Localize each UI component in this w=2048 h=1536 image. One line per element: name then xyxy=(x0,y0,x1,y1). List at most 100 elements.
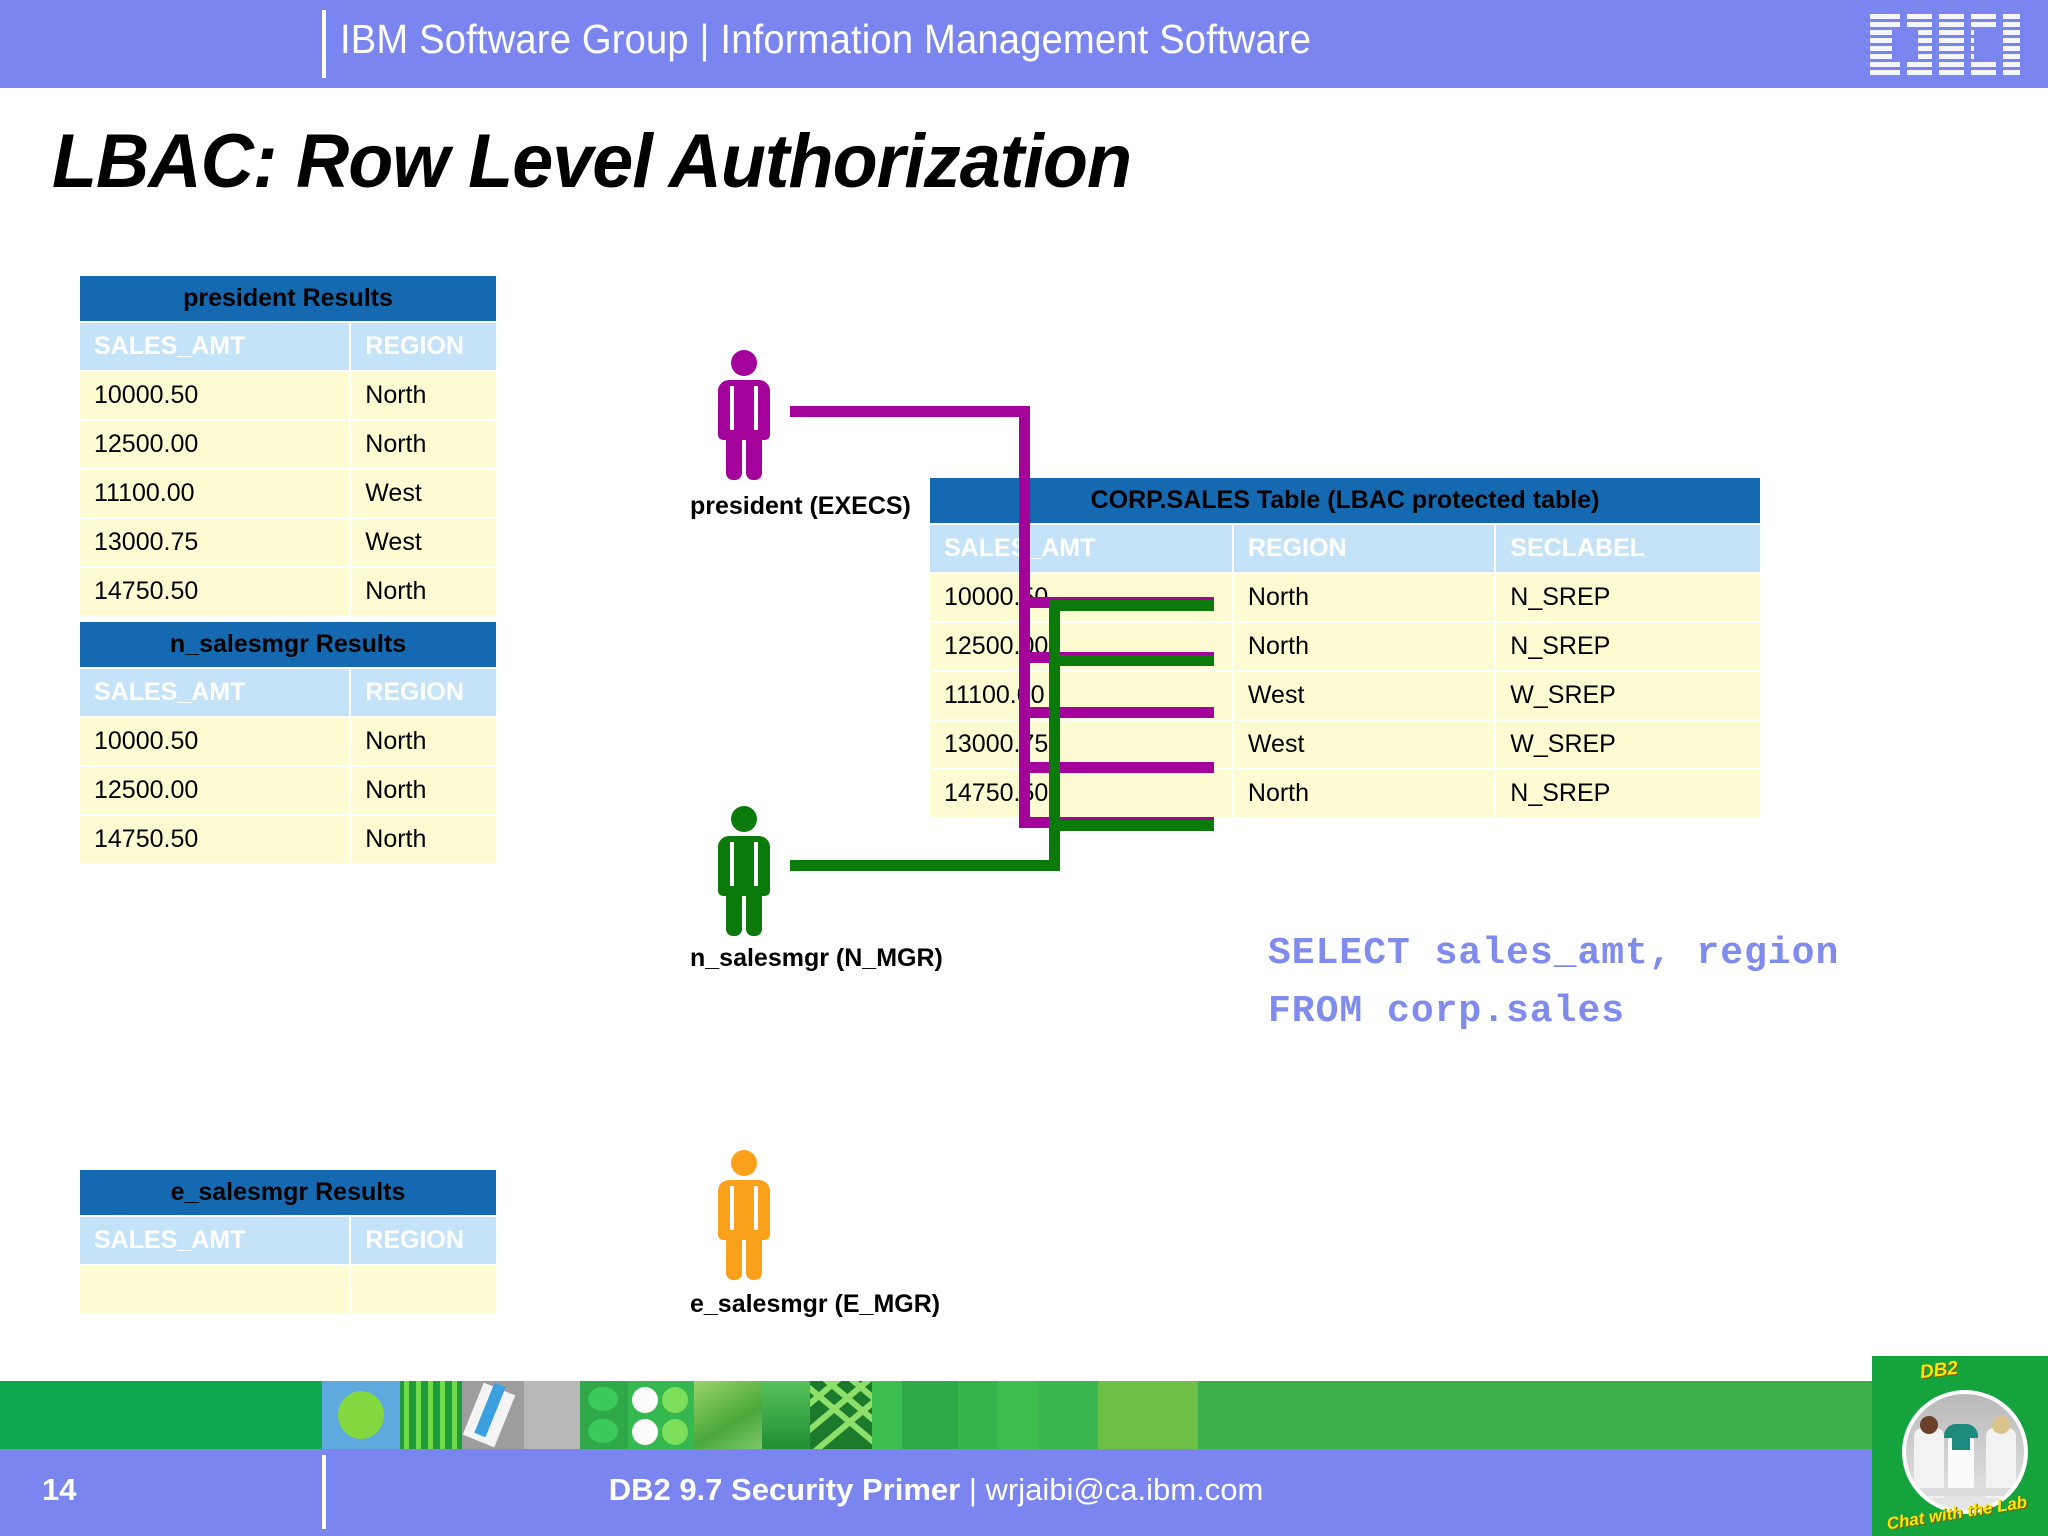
person-left-head xyxy=(1920,1416,1938,1434)
table-caption: president Results xyxy=(80,276,496,323)
footer-credit: DB2 9.7 Security Primer | wrjaibi@ca.ibm… xyxy=(0,1472,1872,1508)
leg-right xyxy=(746,432,762,480)
torso-shape xyxy=(718,1180,770,1240)
cell-sales-amt xyxy=(80,1265,352,1313)
table-caption: n_salesmgr Results xyxy=(80,622,496,669)
connector-president-stem xyxy=(790,406,1030,417)
leg-left xyxy=(726,432,742,480)
cell-region: North xyxy=(350,420,496,470)
cell-sales-amt: 10000.50 xyxy=(80,371,352,421)
page-number: 14 xyxy=(42,1472,77,1507)
table-header-row: SALES_AMT REGION SECLABEL xyxy=(930,525,1760,574)
cell-sales-amt: 12500.00 xyxy=(80,766,352,816)
leg-left xyxy=(726,1232,742,1280)
banner-title: IBM Software Group | Information Managem… xyxy=(340,16,1312,62)
connector-nsalesmgr-stem xyxy=(790,860,1060,871)
cell-sales-amt: 13000.75 xyxy=(930,720,1234,770)
head-shape xyxy=(731,806,757,832)
cell-sales-amt: 10000.50 xyxy=(80,717,352,767)
table-header-row: SALES_AMT REGION xyxy=(80,1217,496,1266)
connector-president-row-4 xyxy=(1019,762,1214,773)
leg-left xyxy=(726,888,742,936)
cell-region: North xyxy=(350,815,496,863)
column-header-sales-amt: SALES_AMT xyxy=(80,1217,352,1266)
db2-chat-with-the-lab-badge: DB2 Chat with the Lab xyxy=(1872,1356,2048,1536)
actor-label-president: president (EXECS) xyxy=(690,492,911,520)
table-header-row: SALES_AMT REGION xyxy=(80,323,496,372)
e-salesmgr-results-table: e_salesmgr Results SALES_AMT REGION xyxy=(80,1170,496,1313)
corp-sales-table: CORP.SALES Table (LBAC protected table) … xyxy=(930,478,1760,817)
connector-nsalesmgr-row-1 xyxy=(1049,600,1214,611)
connector-nsalesmgr-row-5 xyxy=(1049,820,1214,831)
cell-sales-amt: 13000.75 xyxy=(80,518,352,568)
leg-right xyxy=(746,888,762,936)
person-right-body xyxy=(1986,1428,2016,1498)
person-icon-e-salesmgr xyxy=(712,1150,776,1280)
sql-line-2: FROM corp.sales xyxy=(1268,990,1626,1033)
table-header-row: SALES_AMT REGION xyxy=(80,669,496,718)
actor-label-n-salesmgr: n_salesmgr (N_MGR) xyxy=(690,944,943,972)
badge-top-text: DB2 xyxy=(1918,1357,1960,1384)
cell-region: North xyxy=(350,567,496,615)
cell-region: West xyxy=(350,469,496,519)
person-right-head xyxy=(1992,1416,2010,1434)
arm-gap-left xyxy=(730,842,734,886)
page-title: LBAC: Row Level Authorization xyxy=(52,119,1132,204)
footer-image-strip-right xyxy=(902,1381,1872,1449)
table-caption: e_salesmgr Results xyxy=(80,1170,496,1217)
footer-separator: | xyxy=(960,1472,986,1507)
cell-region: North xyxy=(350,766,496,816)
arm-gap-left xyxy=(730,1186,734,1230)
cell-seclabel: N_SREP xyxy=(1495,769,1760,817)
person-icon-n-salesmgr xyxy=(712,806,776,936)
cell-region xyxy=(350,1265,496,1313)
torso-shape xyxy=(718,380,770,440)
cell-region: North xyxy=(1232,622,1497,672)
arm-gap-right xyxy=(754,842,758,886)
footer-divider xyxy=(322,1455,326,1529)
arm-gap-left xyxy=(730,386,734,430)
footer-deck-title: DB2 9.7 Security Primer xyxy=(608,1472,961,1507)
column-header-region: REGION xyxy=(350,669,496,718)
table-row xyxy=(80,1265,496,1313)
n-salesmgr-results-table: n_salesmgr Results SALES_AMT REGION 1000… xyxy=(80,622,496,863)
column-header-sales-amt: SALES_AMT xyxy=(80,323,352,372)
top-banner: IBM Software Group | Information Managem… xyxy=(0,0,2048,88)
badge-photo xyxy=(1902,1390,2028,1514)
banner-divider xyxy=(322,10,326,78)
cell-region: North xyxy=(1232,769,1497,817)
footer-image-strip xyxy=(322,1381,902,1449)
torso-shape xyxy=(718,836,770,896)
table-caption: CORP.SALES Table (LBAC protected table) xyxy=(930,478,1760,525)
desk-shape xyxy=(1910,1488,2016,1496)
telephone-base xyxy=(1952,1434,1970,1450)
cell-region: North xyxy=(350,717,496,767)
cell-region: West xyxy=(350,518,496,568)
column-header-sales-amt: SALES_AMT xyxy=(80,669,352,718)
cell-sales-amt: 14750.50 xyxy=(930,769,1234,817)
arm-gap-right xyxy=(754,1186,758,1230)
cell-sales-amt: 14750.50 xyxy=(80,815,352,863)
column-header-sales-amt: SALES_AMT xyxy=(930,525,1234,574)
sql-line-1: SELECT sales_amt, region xyxy=(1268,932,1840,975)
column-header-region: REGION xyxy=(350,1217,496,1266)
column-header-seclabel: SECLABEL xyxy=(1495,525,1760,574)
person-icon-president xyxy=(712,350,776,480)
head-shape xyxy=(731,1150,757,1176)
cell-seclabel: N_SREP xyxy=(1495,573,1760,623)
column-header-region: REGION xyxy=(1232,525,1497,574)
footer-bar xyxy=(0,1449,2048,1536)
cell-sales-amt: 12500.00 xyxy=(80,420,352,470)
head-shape xyxy=(731,350,757,376)
arm-gap-right xyxy=(754,386,758,430)
cell-sales-amt: 11100.00 xyxy=(80,469,352,519)
cell-sales-amt: 14750.50 xyxy=(80,567,352,615)
